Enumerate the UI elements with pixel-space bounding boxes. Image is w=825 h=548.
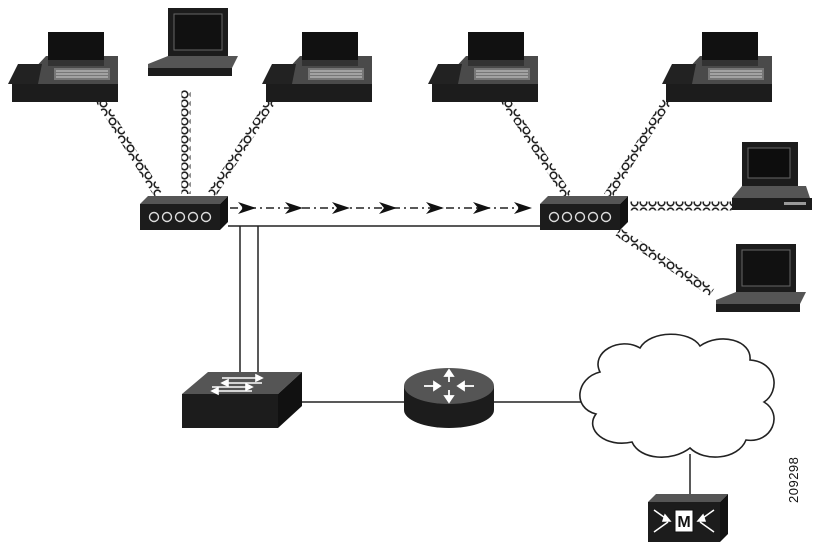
ip-phone-icon	[7, 31, 119, 103]
ip-phone-icon	[261, 31, 373, 103]
network-cloud-icon	[579, 333, 775, 458]
network-links	[228, 225, 691, 494]
svg-text:M: M	[677, 514, 690, 531]
ip-phone-icon	[427, 31, 539, 103]
workstation-icon	[731, 141, 813, 211]
laptop-icon	[715, 243, 807, 313]
hub-icon	[139, 195, 229, 231]
coiled-cables-right	[501, 97, 734, 296]
figure-id: 209298	[786, 456, 801, 503]
hub-icon	[539, 195, 629, 231]
coiled-cables-left	[96, 90, 276, 197]
voice-flow-arrows	[230, 202, 532, 214]
switch-icon	[182, 372, 302, 428]
laptop-icon	[147, 7, 239, 77]
ip-phone-icon	[661, 31, 773, 103]
call-manager-icon: M	[648, 494, 728, 542]
router-icon	[404, 368, 494, 428]
